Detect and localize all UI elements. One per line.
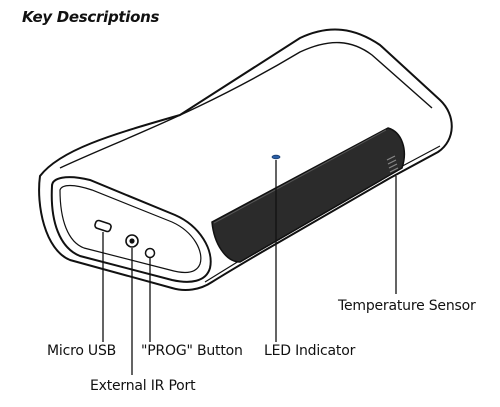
micro-usb-port — [94, 219, 112, 233]
led-indicator — [271, 154, 281, 160]
label-led-indicator: LED Indicator — [264, 343, 356, 359]
device-front-face-inner — [59, 184, 202, 274]
label-temperature-sensor: Temperature Sensor — [338, 298, 476, 314]
prog-button — [144, 247, 156, 259]
label-micro-usb: Micro USB — [47, 343, 117, 359]
sensor-band — [211, 127, 406, 263]
page-title: Key Descriptions — [22, 8, 160, 26]
device-front-face — [50, 176, 212, 283]
label-external-ir-port: External IR Port — [90, 378, 196, 394]
temperature-sensor-vents — [386, 155, 399, 173]
device-top-edge — [59, 41, 433, 169]
label-prog-button: "PROG" Button — [141, 343, 243, 359]
sensor-band-edge — [213, 129, 387, 224]
